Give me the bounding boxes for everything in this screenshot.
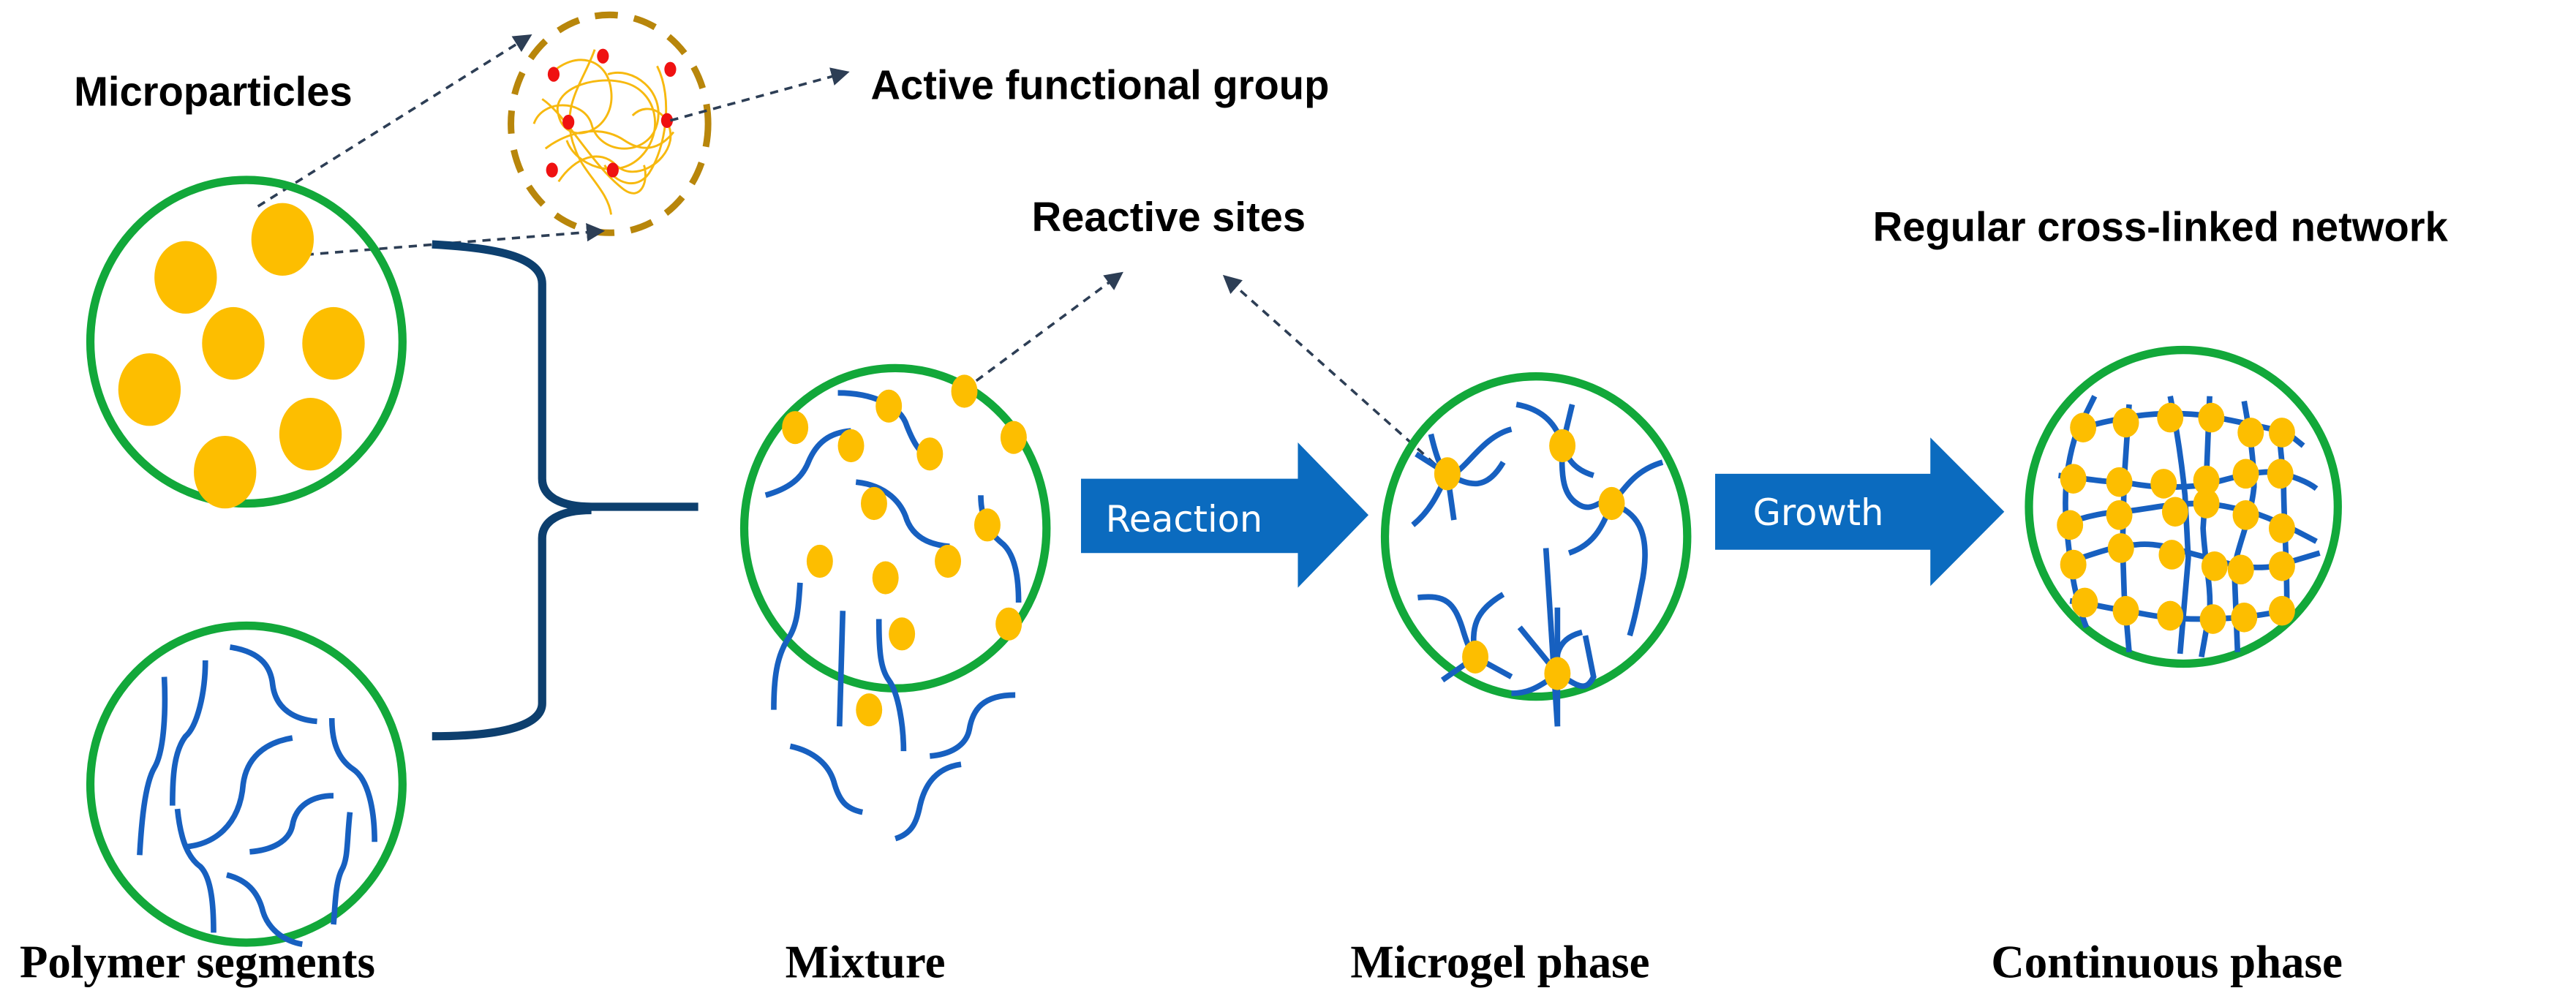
reactive-site-node <box>1549 429 1576 463</box>
reactive-site-node <box>1434 457 1461 491</box>
microparticle <box>118 353 181 426</box>
reactive-particle <box>973 508 1001 542</box>
polymer-chains-circle <box>86 621 407 948</box>
reactive-particle <box>837 429 865 463</box>
callout-arrow-functional-group <box>669 67 850 122</box>
reactive-particle <box>951 374 978 408</box>
microparticle <box>194 435 257 509</box>
reactive-site-node <box>1462 640 1489 674</box>
callout-arrow-micro-top <box>257 34 532 208</box>
zoom-ring <box>508 11 712 236</box>
polymer-yarn <box>532 49 675 215</box>
reactive-particle <box>935 544 962 578</box>
reactive-site-node <box>1598 486 1625 521</box>
reactive-particle <box>806 544 833 578</box>
microparticles-label: Microparticles <box>74 68 353 114</box>
stage-label-mixture: Mixture <box>786 936 946 987</box>
reactive-particle <box>856 693 883 727</box>
microparticle <box>279 398 342 471</box>
crosslink-nodes <box>2057 402 2295 634</box>
reactive-particle <box>916 437 944 471</box>
functional-group-dot <box>546 162 558 178</box>
microparticle <box>202 306 265 380</box>
growth-arrow-label: Growth <box>1753 491 1884 534</box>
callout-arrow-reactive-site-mixture <box>963 271 1123 391</box>
callout-arrow-reactive-site-microgel <box>1222 274 1447 475</box>
mixture-circle <box>739 363 1051 842</box>
functional-group-dot <box>597 48 609 64</box>
reactive-particle <box>860 486 887 521</box>
microparticle <box>302 306 365 380</box>
functional-group-dot <box>660 113 674 128</box>
functional-group-dot <box>562 114 575 130</box>
reactive-site-node <box>1544 657 1571 690</box>
reactive-particle <box>1000 420 1027 454</box>
reactive-particle <box>872 561 899 595</box>
continuous-circle <box>2025 345 2342 668</box>
growth-arrow: Growth <box>1715 437 2005 587</box>
reactive-particle <box>995 607 1023 641</box>
microgel-circle <box>1380 372 1692 727</box>
reactive-particle <box>889 617 916 651</box>
microparticle <box>154 241 217 314</box>
regular-network-label: Regular cross-linked network <box>1873 203 2449 249</box>
functional-groups <box>546 48 677 178</box>
functional-group-dot <box>664 61 677 77</box>
reaction-arrow: Reaction <box>1080 442 1369 588</box>
reactive-sites-label: Reactive sites <box>1032 194 1306 240</box>
microparticle <box>251 203 315 276</box>
functional-group-dot <box>606 162 619 178</box>
reactive-particle <box>782 411 809 445</box>
zoomed-microparticle <box>508 11 712 236</box>
stage-label-continuous-phase: Continuous phase <box>1991 936 2343 987</box>
active-functional-group-label: Active functional group <box>870 61 1329 108</box>
microparticles-circle <box>86 176 407 509</box>
stage-label-polymer-segments: Polymer segments <box>20 936 375 987</box>
functional-group-dot <box>547 67 560 82</box>
combine-brace <box>432 240 698 741</box>
stage-label-microgel-phase: Microgel phase <box>1350 936 1649 987</box>
reaction-arrow-label: Reaction <box>1106 498 1263 540</box>
reactive-particle <box>875 389 903 423</box>
